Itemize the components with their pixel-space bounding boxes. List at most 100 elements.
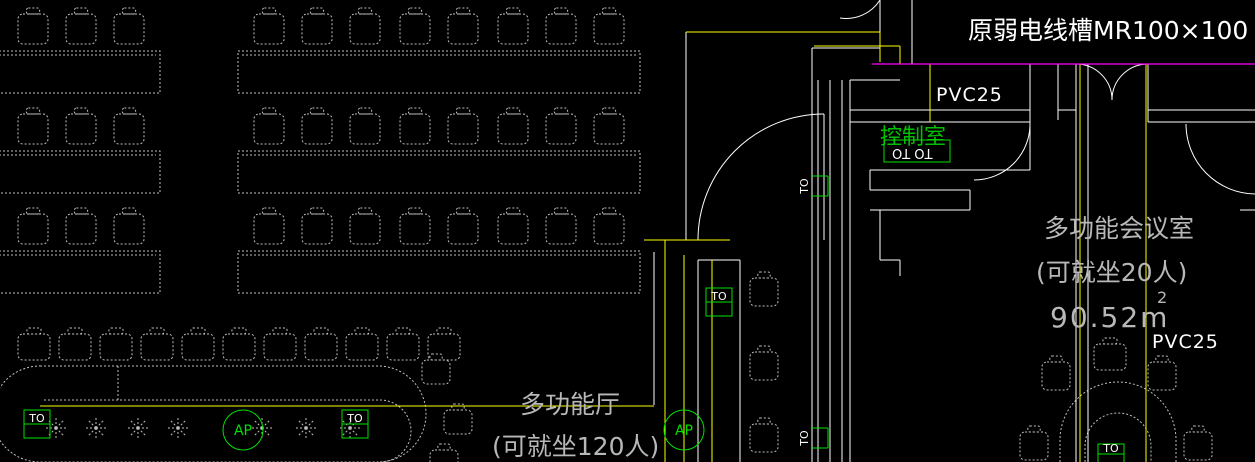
chair-seat	[386, 333, 420, 361]
chair-seat	[345, 333, 379, 361]
chair	[253, 7, 285, 45]
plant-leaf	[47, 427, 57, 437]
plant-leaf	[305, 419, 315, 429]
hall-name: 多功能厅	[520, 390, 621, 419]
chair-back	[407, 7, 423, 15]
chair	[99, 327, 133, 361]
chair	[301, 7, 333, 45]
meeting-room-area-unit: 2	[1157, 288, 1168, 307]
chair-seat	[349, 113, 381, 145]
plant	[84, 416, 108, 440]
chair	[386, 327, 420, 361]
chair-seat	[17, 333, 51, 361]
chair-seat	[1183, 431, 1213, 461]
chair-seat	[253, 13, 285, 45]
ap-outlet-ring	[222, 409, 264, 451]
chair-seat	[65, 213, 97, 245]
chair-seat	[497, 13, 529, 45]
plant	[126, 416, 150, 440]
chair	[545, 207, 577, 245]
to-outlet: TO	[341, 409, 369, 439]
desk	[0, 250, 161, 294]
chair-seat	[545, 13, 577, 45]
chair-seat	[399, 113, 431, 145]
chair-seat	[65, 113, 97, 145]
chair	[447, 207, 479, 245]
ap-outlet-label: AP	[675, 423, 693, 439]
plant-leaf	[261, 419, 271, 429]
chair-back	[26, 327, 42, 335]
chair	[17, 7, 49, 45]
chair	[113, 107, 145, 145]
chair-back	[121, 107, 137, 115]
chair	[349, 7, 381, 45]
chair-seat	[17, 113, 49, 145]
chair	[113, 207, 145, 245]
chair-back	[455, 7, 471, 15]
chair	[429, 443, 459, 462]
chair	[113, 7, 145, 45]
chair-seat	[421, 359, 451, 385]
chair-back	[553, 107, 569, 115]
chair-seat	[58, 333, 92, 361]
chair-seat	[113, 113, 145, 145]
chair	[421, 353, 451, 385]
chair-seat	[399, 213, 431, 245]
to-outlet-label: TO	[1102, 442, 1119, 455]
chair	[345, 327, 379, 361]
chair-seat	[253, 213, 285, 245]
chair-seat	[113, 213, 145, 245]
ap-outlet: AP	[222, 409, 264, 451]
control-room-outlet-box	[883, 139, 951, 163]
chair	[140, 327, 174, 361]
chair-back	[505, 107, 521, 115]
to-outlet: TO	[1097, 442, 1125, 462]
chair	[1093, 337, 1127, 371]
desk	[237, 50, 641, 94]
chair-seat	[113, 13, 145, 45]
chair	[427, 327, 461, 361]
to-outlet: TO	[705, 287, 733, 317]
chair-back	[1027, 425, 1041, 433]
furniture-layer	[0, 7, 1213, 462]
chair-back	[357, 7, 373, 15]
chair-back	[354, 327, 370, 335]
chair-back	[395, 327, 411, 335]
chair-back	[121, 207, 137, 215]
door-swing	[1075, 63, 1113, 101]
door-swing	[973, 123, 1031, 181]
chair-back	[451, 403, 465, 411]
plant-leaf	[341, 427, 351, 437]
to-outlet-wall: TO	[798, 427, 829, 449]
door-swing	[1111, 63, 1149, 101]
plant	[294, 416, 318, 440]
chair-seat	[593, 113, 625, 145]
chair	[443, 403, 473, 435]
door-swing	[839, 0, 881, 19]
chair-back	[505, 7, 521, 15]
chair	[749, 271, 779, 307]
meeting-room-capacity: (可就坐20人)	[1036, 258, 1188, 287]
chair	[447, 107, 479, 145]
chair-back	[407, 207, 423, 215]
chair-seat	[301, 13, 333, 45]
plant-leaf	[177, 419, 187, 429]
plant	[166, 416, 190, 440]
chair	[593, 207, 625, 245]
plant-leaf	[95, 427, 105, 437]
to-outlet-label: TO	[798, 178, 811, 195]
chair-back	[25, 107, 41, 115]
chair-back	[309, 207, 325, 215]
desk	[0, 50, 161, 94]
chair-back	[553, 7, 569, 15]
pvc-label-top: PVC25	[936, 84, 1003, 106]
to-outlet-label: TO	[346, 412, 363, 425]
chair-back	[437, 443, 451, 451]
chair-back	[149, 327, 165, 335]
chair-back	[1155, 355, 1169, 363]
chair	[1183, 425, 1213, 461]
chair-seat	[304, 333, 338, 361]
chair-seat	[263, 333, 297, 361]
chair-back	[261, 107, 277, 115]
